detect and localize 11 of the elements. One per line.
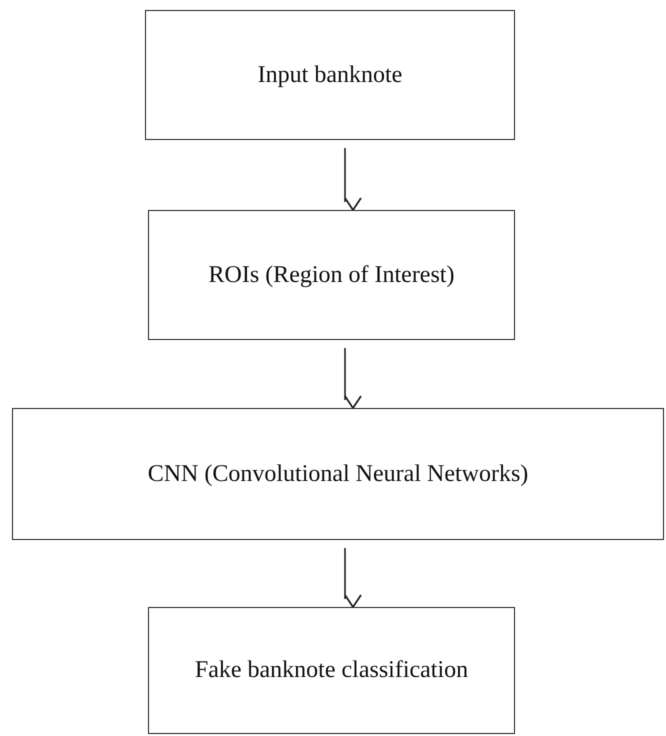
process-box [145,10,515,140]
process-box [148,607,515,734]
process-box [148,210,515,340]
box-label: CNN (Convolutional Neural Networks) [148,460,528,488]
process-box [12,408,664,540]
box-label: Fake banknote classification [194,656,468,685]
arrow [344,348,362,409]
arrow [344,548,362,608]
box-label: Input banknote [258,60,402,90]
arrow [344,148,362,211]
box-label: ROIs (Region of Interest) [208,260,454,290]
